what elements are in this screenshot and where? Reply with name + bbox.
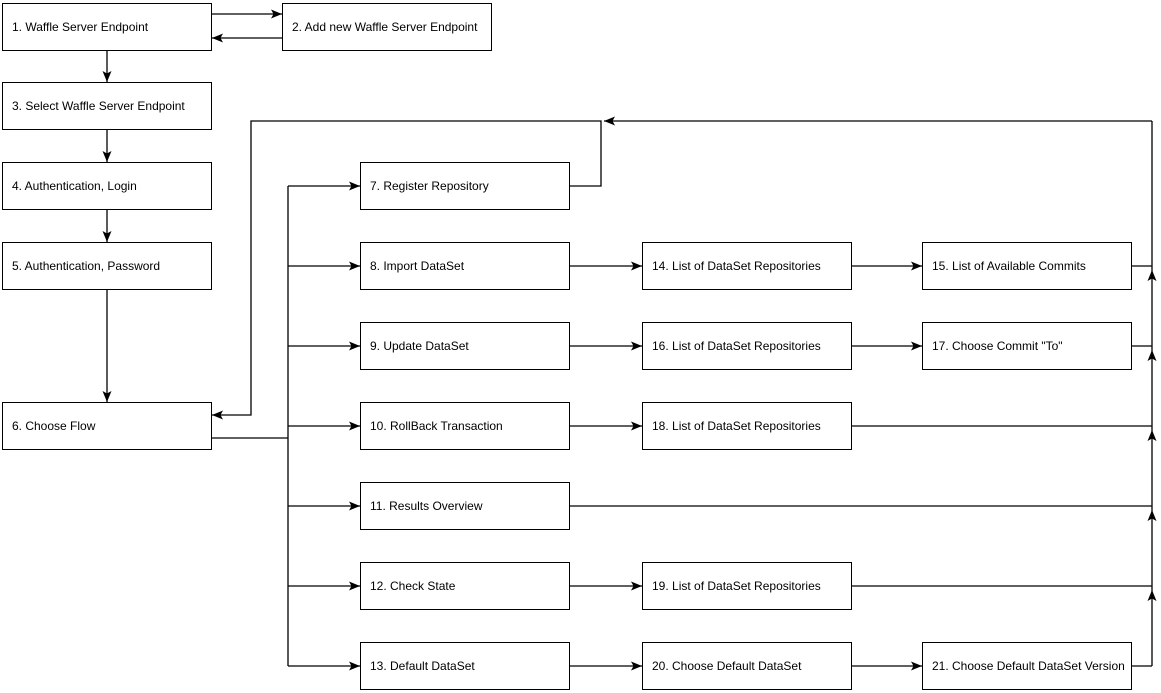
node-6-choose-flow: 6. Choose Flow: [2, 402, 212, 450]
edge-7-feedback-to-6: [212, 120, 602, 416]
arrowhead-right-icon: [349, 181, 360, 191]
node-17-choose-commit-to-label: 17. Choose Commit "To": [932, 338, 1063, 353]
arrowhead-up-icon: [1147, 430, 1157, 441]
node-13-default-dataset-label: 13. Default DataSet: [370, 658, 475, 673]
arrowhead-left-icon: [212, 410, 223, 420]
arrowhead-right-icon: [631, 661, 642, 671]
arrowhead-right-icon: [349, 261, 360, 271]
node-10-rollback-transaction-label: 10. RollBack Transaction: [370, 418, 503, 433]
node-8-import-dataset-label: 8. Import DataSet: [370, 258, 465, 273]
node-7-register-repository: 7. Register Repository: [360, 162, 570, 210]
node-15-list-of-available-commits: 15. List of Available Commits: [922, 242, 1132, 290]
node-18-list-of-dataset-repositories: 18. List of DataSet Repositories: [642, 402, 852, 450]
arrowhead-up-icon: [1147, 270, 1157, 281]
node-3-select-waffle-server-endpoint: 3. Select Waffle Server Endpoint: [2, 82, 212, 130]
arrowhead-down-icon: [102, 391, 112, 402]
node-5-authentication-password-label: 5. Authentication, Password: [12, 258, 161, 273]
arrowhead-right-icon: [631, 421, 642, 431]
arrowhead-up-icon: [1147, 350, 1157, 361]
node-21-choose-default-dataset-version-label: 21. Choose Default DataSet Version: [932, 658, 1125, 673]
node-21-choose-default-dataset-version: 21. Choose Default DataSet Version: [922, 642, 1132, 690]
node-1-waffle-server-endpoint: 1. Waffle Server Endpoint: [2, 3, 212, 51]
node-20-choose-default-dataset: 20. Choose Default DataSet: [642, 642, 852, 690]
arrowhead-right-icon: [631, 581, 642, 591]
node-1-waffle-server-endpoint-label: 1. Waffle Server Endpoint: [12, 19, 149, 34]
node-19-list-of-dataset-repositories: 19. List of DataSet Repositories: [642, 562, 852, 610]
arrowhead-up-icon: [1147, 590, 1157, 601]
arrowhead-right-icon: [349, 501, 360, 511]
node-16-list-of-dataset-repositories-label: 16. List of DataSet Repositories: [652, 338, 821, 353]
node-2-add-new-waffle-server-endpoint-label: 2. Add new Waffle Server Endpoint: [292, 19, 478, 34]
node-3-select-waffle-server-endpoint-label: 3. Select Waffle Server Endpoint: [12, 98, 185, 113]
arrowhead-right-icon: [349, 581, 360, 591]
node-18-list-of-dataset-repositories-label: 18. List of DataSet Repositories: [652, 418, 821, 433]
arrowhead-down-icon: [102, 151, 112, 162]
arrowhead-right-icon: [911, 661, 922, 671]
node-16-list-of-dataset-repositories: 16. List of DataSet Repositories: [642, 322, 852, 370]
arrowhead-right-icon: [349, 341, 360, 351]
node-9-update-dataset-label: 9. Update DataSet: [370, 338, 469, 353]
arrowhead-left-icon: [604, 116, 615, 126]
node-4-authentication-login: 4. Authentication, Login: [2, 162, 212, 210]
node-9-update-dataset: 9. Update DataSet: [360, 322, 570, 370]
node-10-rollback-transaction: 10. RollBack Transaction: [360, 402, 570, 450]
arrowhead-right-icon: [349, 421, 360, 431]
node-11-results-overview-label: 11. Results Overview: [370, 498, 483, 513]
node-6-choose-flow-label: 6. Choose Flow: [12, 418, 96, 433]
arrowhead-right-icon: [911, 341, 922, 351]
node-13-default-dataset: 13. Default DataSet: [360, 642, 570, 690]
node-14-list-of-dataset-repositories-label: 14. List of DataSet Repositories: [652, 258, 821, 273]
node-4-authentication-login-label: 4. Authentication, Login: [12, 178, 137, 193]
arrowhead-right-icon: [271, 9, 282, 19]
node-15-list-of-available-commits-label: 15. List of Available Commits: [932, 258, 1086, 273]
arrowhead-right-icon: [631, 261, 642, 271]
node-11-results-overview: 11. Results Overview: [360, 482, 570, 530]
node-5-authentication-password: 5. Authentication, Password: [2, 242, 212, 290]
node-19-list-of-dataset-repositories-label: 19. List of DataSet Repositories: [652, 578, 821, 593]
arrowhead-right-icon: [631, 341, 642, 351]
arrowhead-left-icon: [212, 33, 223, 43]
arrowhead-down-icon: [102, 231, 112, 242]
arrowhead-right-icon: [911, 261, 922, 271]
node-8-import-dataset: 8. Import DataSet: [360, 242, 570, 290]
node-17-choose-commit-to: 17. Choose Commit "To": [922, 322, 1132, 370]
node-7-register-repository-label: 7. Register Repository: [370, 178, 489, 193]
node-14-list-of-dataset-repositories: 14. List of DataSet Repositories: [642, 242, 852, 290]
node-12-check-state: 12. Check State: [360, 562, 570, 610]
node-20-choose-default-dataset-label: 20. Choose Default DataSet: [652, 658, 802, 673]
arrowhead-up-icon: [1147, 510, 1157, 521]
arrowhead-down-icon: [102, 71, 112, 82]
arrowhead-right-icon: [349, 661, 360, 671]
node-12-check-state-label: 12. Check State: [370, 578, 456, 593]
node-2-add-new-waffle-server-endpoint: 2. Add new Waffle Server Endpoint: [282, 3, 492, 51]
